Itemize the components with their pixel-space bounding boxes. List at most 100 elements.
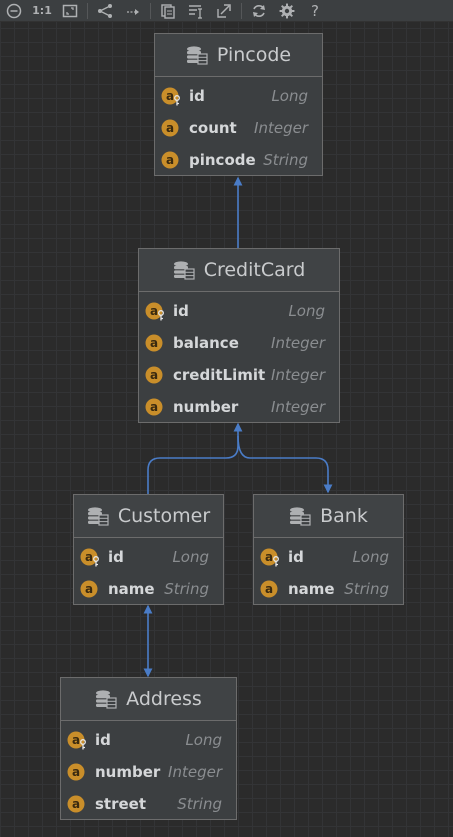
attribute-icon: a	[145, 333, 165, 353]
attribute-icon: a	[80, 579, 100, 599]
database-table-icon	[173, 261, 195, 280]
entity-header[interactable]: Customer	[74, 495, 223, 538]
refresh-icon	[253, 4, 265, 17]
export-icon	[217, 3, 231, 18]
field-name: number	[173, 398, 239, 416]
svg-text:a: a	[265, 582, 273, 596]
field-type: String	[164, 580, 209, 598]
svg-text:a: a	[72, 797, 80, 811]
help-icon: ?	[311, 1, 319, 20]
entity-header[interactable]: Bank	[254, 495, 403, 538]
field-name: creditLimit	[173, 366, 266, 384]
field-type: String	[344, 580, 389, 598]
zoom-out-button[interactable]	[0, 1, 28, 21]
entity-header[interactable]: Pincode	[155, 34, 322, 77]
actual-size-label: 1:1	[32, 4, 52, 17]
field-type: Long	[288, 302, 325, 320]
edge-creditcard-bank[interactable]	[237, 435, 333, 494]
field-name: name	[108, 580, 155, 598]
refresh-button[interactable]	[245, 1, 273, 21]
svg-text:a: a	[150, 368, 158, 382]
edge-customer-creditcard[interactable]	[147, 422, 243, 494]
field-name: count	[189, 119, 237, 137]
zoom-out-icon	[6, 3, 22, 18]
field-type: String	[263, 151, 308, 169]
help-button[interactable]: ?	[301, 1, 329, 21]
svg-text:a: a	[265, 550, 273, 564]
entity-title: CreditCard	[203, 259, 306, 281]
toolbar-separator	[150, 2, 151, 19]
field-name: id	[95, 731, 111, 749]
field-type: Long	[172, 548, 209, 566]
attribute-icon: a	[260, 579, 280, 599]
field-type: Integer	[254, 119, 308, 137]
attribute-icon: a	[67, 762, 87, 782]
settings-button[interactable]	[273, 1, 301, 21]
primary-key-attribute-icon: a	[161, 86, 181, 106]
entity-title: Pincode	[216, 44, 292, 66]
field-name: id	[189, 87, 205, 105]
text-format-button[interactable]	[182, 1, 210, 21]
field-row-number[interactable]: a number Integer	[139, 391, 339, 423]
svg-text:a: a	[72, 765, 80, 779]
attribute-icon: a	[67, 794, 87, 814]
fit-content-button[interactable]	[56, 1, 84, 21]
database-table-icon	[96, 690, 117, 709]
field-name: balance	[173, 334, 239, 352]
toolbar-separator	[241, 2, 242, 19]
field-name: number	[95, 763, 161, 781]
attribute-icon: a	[161, 118, 181, 138]
field-name: id	[288, 548, 304, 566]
field-row-pincode[interactable]: a pincode String	[155, 144, 322, 176]
svg-text:a: a	[85, 582, 93, 596]
layout-icon	[98, 3, 112, 18]
diagram-toolbar: 1:1	[0, 0, 453, 22]
actual-size-button[interactable]: 1:1	[28, 1, 56, 21]
entity-header[interactable]: Address	[61, 678, 236, 721]
svg-text:a: a	[150, 304, 158, 318]
field-type: Integer	[271, 398, 325, 416]
entity-title: Bank	[320, 505, 368, 527]
primary-key-attribute-icon: a	[80, 547, 100, 567]
field-name: pincode	[189, 151, 256, 169]
export-button[interactable]	[210, 1, 238, 21]
primary-key-attribute-icon: a	[67, 730, 87, 750]
field-row-name[interactable]: a name String	[74, 573, 223, 605]
field-name: street	[95, 795, 147, 813]
entity-header[interactable]: CreditCard	[139, 249, 339, 292]
svg-text:a: a	[150, 336, 158, 350]
attribute-icon: a	[161, 150, 181, 170]
field-row-count[interactable]: a count Integer	[155, 112, 322, 144]
route-edges-button[interactable]	[119, 1, 147, 21]
svg-text:a: a	[166, 121, 174, 135]
entity-title: Address	[126, 688, 202, 710]
field-type: Long	[185, 731, 222, 749]
svg-text:a: a	[150, 400, 158, 414]
database-table-icon	[290, 507, 311, 526]
route-edges-icon	[127, 8, 139, 15]
attribute-icon: a	[145, 397, 165, 417]
svg-text:a: a	[166, 153, 174, 167]
copy-button[interactable]	[154, 1, 182, 21]
layout-button[interactable]	[91, 1, 119, 21]
toolbar-separator	[87, 2, 88, 19]
